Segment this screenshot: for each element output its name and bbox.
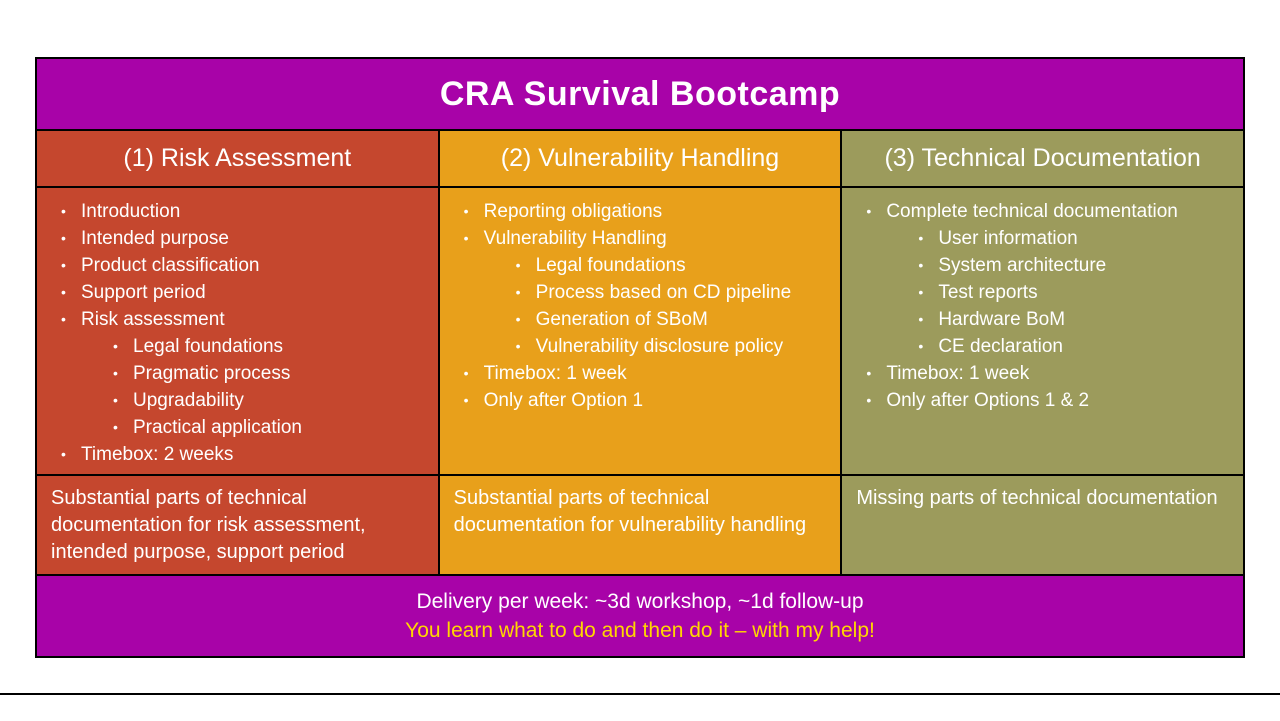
bullet-text: Vulnerability Handling [483,228,667,249]
bullet-text: CE declaration [938,336,1063,357]
bullet-text: Generation of SBoM [535,309,708,330]
bullet-item: • Test reports [842,279,1243,306]
footer-line-delivery: Delivery per week: ~3d workshop, ~1d fol… [416,589,864,613]
bullet-icon: • [113,392,118,408]
bullet-icon: • [515,257,521,273]
bullet-text: Timebox: 1 week [886,363,1030,384]
bullet-icon: • [113,419,118,435]
bullet-text: Risk assessment [81,309,225,330]
bullet-item: • Product classification [37,252,438,279]
bullet-item: • Reporting obligations [440,198,841,225]
bullet-item: • CE declaration [842,333,1243,360]
column-header-vulnerability-handling: (2) Vulnerability Handling [439,131,841,186]
bullet-item: • User information [842,225,1243,252]
bullet-icon: • [866,365,872,381]
bullet-icon: • [918,230,924,246]
bullet-item: • Timebox: 1 week [842,360,1243,387]
bullet-text: Pragmatic process [133,363,291,384]
bullet-text: System architecture [938,255,1107,276]
bullet-item: • Process based on CD pipeline [440,279,841,306]
bullet-icon: • [463,392,469,408]
bullet-icon: • [866,203,872,219]
column-content-technical-documentation: • Complete technical documentation • User i… [842,188,1243,474]
bullet-text: Practical application [133,417,302,438]
bullet-text: Timebox: 1 week [483,363,627,384]
bullet-text: Legal foundations [535,255,686,276]
bullet-item: • Introduction [37,198,438,225]
bullet-item: • System architecture [842,252,1243,279]
bullet-text: Timebox: 2 weeks [81,444,234,465]
slide-title: CRA Survival Bootcamp [37,59,1243,129]
bullet-text: Product classification [81,255,260,276]
bullet-item: • Vulnerability Handling [440,225,841,252]
column-header-risk-assessment: (1) Risk Assessment [37,131,438,186]
bullet-text: Support period [81,282,206,303]
bullet-icon: • [515,338,521,354]
bullet-item: • Vulnerability disclosure policy [440,333,841,360]
bullet-icon: • [866,392,872,408]
bullet-item: • Legal foundations [440,252,841,279]
bullet-icon: • [61,257,66,273]
bullet-item: • Risk assessment [37,306,438,333]
column-summary-risk-assessment: Substantial parts of technical documenta… [37,476,438,574]
footer-line-tagline: You learn what to do and then do it – wi… [405,618,875,642]
bullet-icon: • [61,311,66,327]
bullet-icon: • [61,446,66,462]
bullet-icon: • [463,203,469,219]
bullet-text: Upgradability [133,390,244,411]
bullet-item: • Only after Option 1 [440,387,841,414]
column-content-risk-assessment: • Introduction • Intended purpose • Product c… [37,188,438,474]
bullet-icon: • [61,203,66,219]
bullet-item: • Intended purpose [37,225,438,252]
bullet-text: Intended purpose [81,228,229,249]
column-header-technical-documentation: (3) Technical Documentation [842,131,1243,186]
bullet-item: • Support period [37,279,438,306]
bullet-icon: • [61,284,66,300]
bullet-icon: • [515,311,521,327]
bottom-divider [0,693,1280,695]
bullet-text: Test reports [938,282,1038,303]
bullet-icon: • [113,338,118,354]
bullet-text: Legal foundations [133,336,284,357]
bullet-icon: • [61,230,66,246]
bullet-item: • Timebox: 1 week [440,360,841,387]
bullet-icon: • [918,311,924,327]
bullet-item: • Upgradability [37,387,438,414]
bullet-item: • Hardware BoM [842,306,1243,333]
bullet-text: Process based on CD pipeline [535,282,792,303]
bullet-text: Only after Option 1 [483,390,644,411]
bullet-icon: • [463,230,469,246]
bullet-icon: • [515,284,521,300]
bullet-icon: • [113,365,118,381]
column-summary-vulnerability-handling: Substantial parts of technical documenta… [439,476,841,574]
column-summary-technical-documentation: Missing parts of technical documentation [842,476,1243,574]
bullet-text: User information [938,228,1078,249]
bullet-icon: • [918,284,924,300]
slide-footer: Delivery per week: ~3d workshop, ~1d fol… [37,576,1243,656]
bullet-icon: • [918,338,924,354]
bullet-icon: • [918,257,924,273]
bullet-item: • Timebox: 2 weeks [37,441,438,468]
bullet-item: • Legal foundations [37,333,438,360]
bullet-icon: • [463,365,469,381]
bullet-item: • Only after Options 1 & 2 [842,387,1243,414]
bullet-text: Only after Options 1 & 2 [886,390,1090,411]
bullet-text: Reporting obligations [483,201,663,222]
column-content-vulnerability-handling: • Reporting obligations • Vulnerability Han… [439,188,841,474]
bullet-item: • Practical application [37,414,438,441]
bullet-text: Complete technical documentation [886,201,1178,222]
bullet-text: Hardware BoM [938,309,1066,330]
bullet-item: • Pragmatic process [37,360,438,387]
bullet-text: Introduction [81,201,181,222]
bullet-item: • Generation of SBoM [440,306,841,333]
bootcamp-table: CRA Survival Bootcamp (1) Risk Assessmen… [35,57,1245,658]
bullet-text: Vulnerability disclosure policy [535,336,784,357]
bullet-item: • Complete technical documentation [842,198,1243,225]
